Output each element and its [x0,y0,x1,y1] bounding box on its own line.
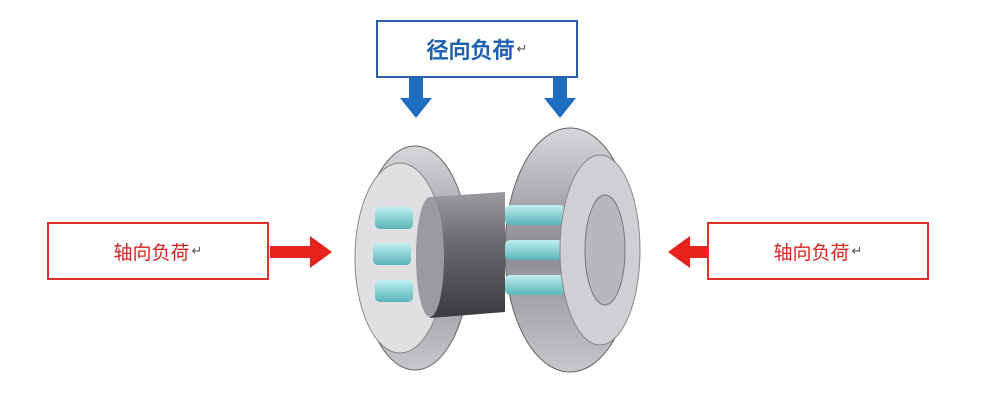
axial-arrow-left [270,236,332,268]
axial-arrow-right [668,236,708,268]
axial-load-right-label: 轴向负荷 [773,241,850,264]
return-mark: ↵ [516,41,528,57]
radial-arrow-right [544,78,576,118]
radial-load-label-box: 径向负荷↵ [376,20,578,78]
radial-load-label: 径向负荷 [426,39,515,64]
return-mark: ↵ [851,243,863,259]
return-mark: ↵ [191,243,203,259]
axial-load-right-label-box: 轴向负荷↵ [707,222,929,280]
axial-load-left-label-box: 轴向负荷↵ [47,222,269,280]
axial-load-left-label: 轴向负荷 [113,241,190,264]
shaft [430,192,505,318]
right-bearing [504,127,641,373]
radial-arrow-left [400,78,432,118]
